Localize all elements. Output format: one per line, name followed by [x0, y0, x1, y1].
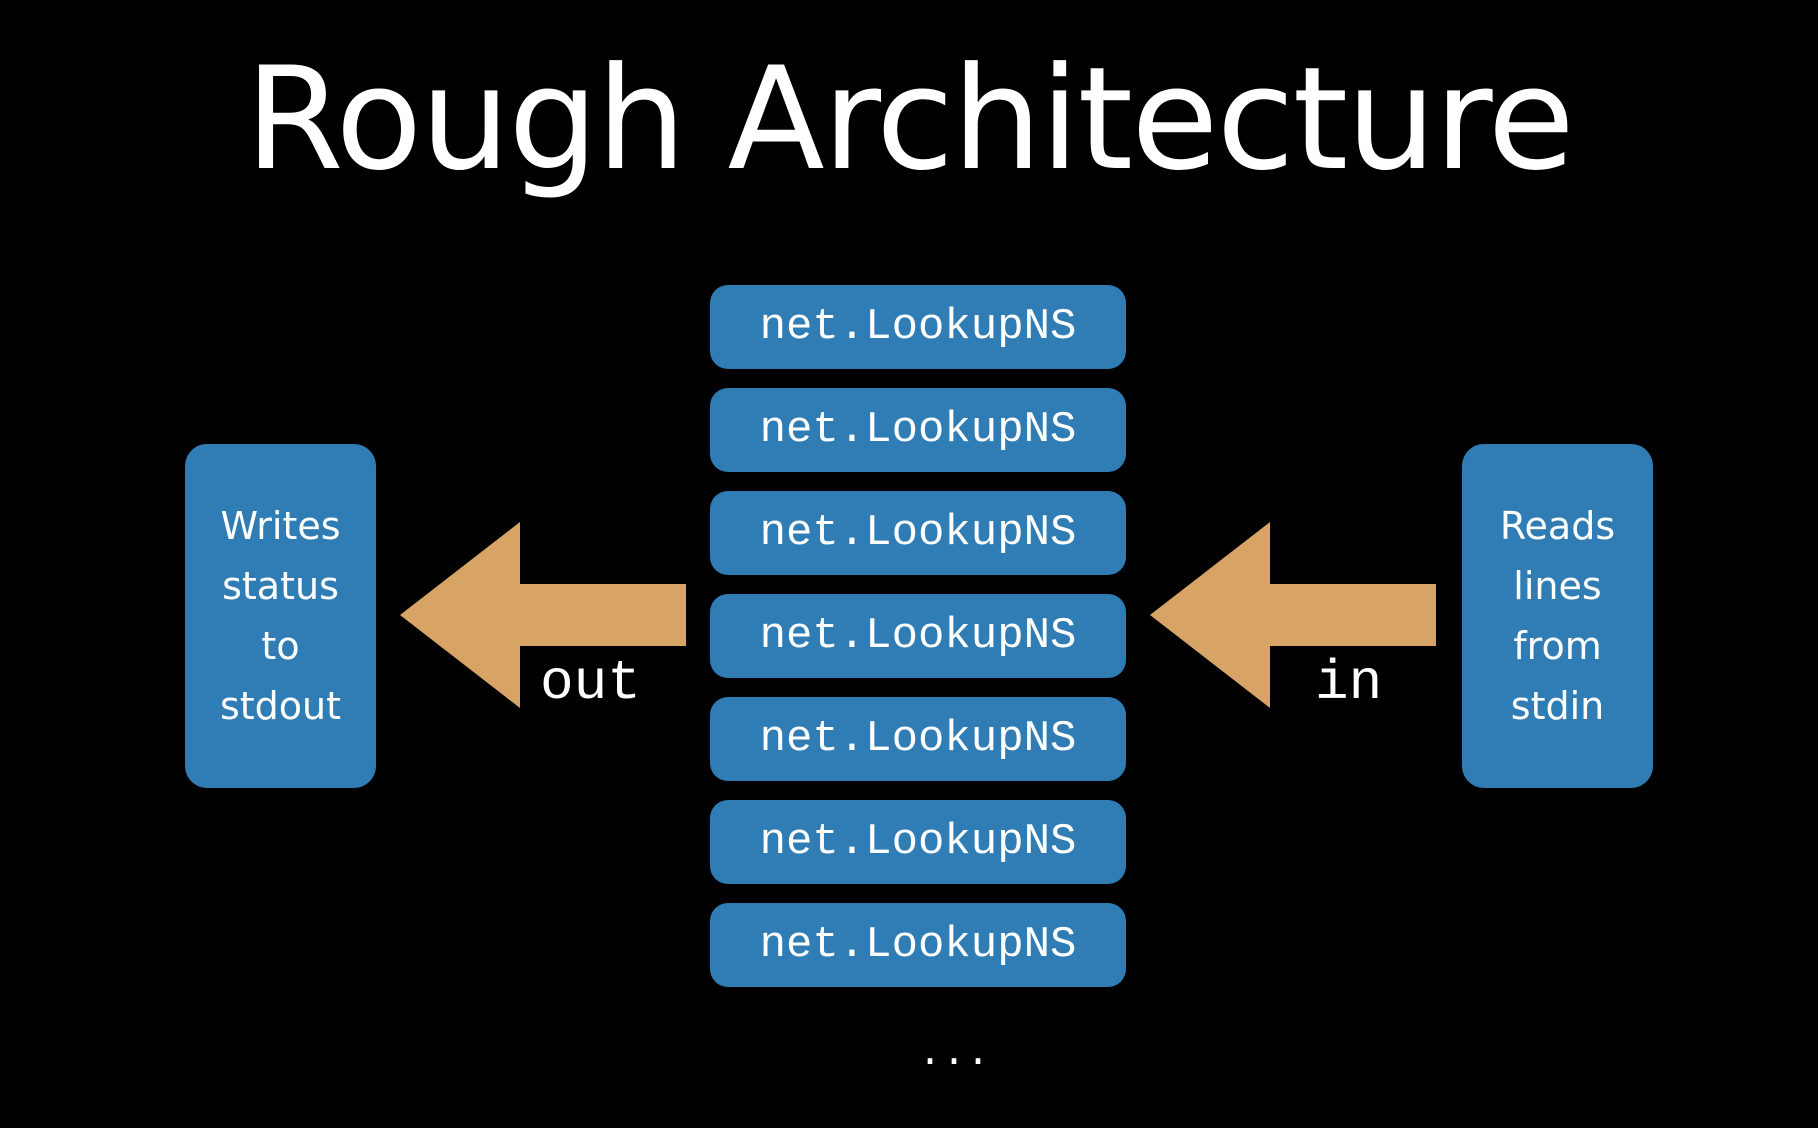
in-channel-label: in: [1315, 651, 1383, 715]
writer-box: Writes status to stdout: [185, 444, 376, 788]
worker-box: net.LookupNS: [710, 697, 1126, 781]
reader-line: lines: [1513, 564, 1602, 608]
in-arrow-shape: [1150, 522, 1436, 708]
reader-box: Reads lines from stdin: [1462, 444, 1653, 788]
worker-box: net.LookupNS: [710, 800, 1126, 884]
worker-box: net.LookupNS: [710, 285, 1126, 369]
out-arrow-shape: [400, 522, 686, 708]
writer-line: to: [261, 624, 300, 668]
ellipsis-text: ...: [918, 1032, 991, 1077]
writer-line: status: [222, 564, 339, 608]
writer-line: Writes: [220, 504, 341, 548]
worker-box: net.LookupNS: [710, 903, 1126, 987]
out-arrow-icon: [400, 522, 686, 708]
in-arrow-icon: [1150, 522, 1436, 708]
worker-box: net.LookupNS: [710, 491, 1126, 575]
reader-line: stdin: [1510, 684, 1605, 728]
out-channel-label: out: [540, 651, 641, 715]
worker-box: net.LookupNS: [710, 388, 1126, 472]
writer-line: stdout: [219, 684, 342, 728]
worker-box: net.LookupNS: [710, 594, 1126, 678]
worker-stack: net.LookupNS net.LookupNS net.LookupNS n…: [710, 285, 1126, 1006]
slide-title: Rough Architecture: [245, 37, 1575, 202]
reader-line: from: [1513, 624, 1602, 668]
reader-line: Reads: [1499, 504, 1616, 548]
